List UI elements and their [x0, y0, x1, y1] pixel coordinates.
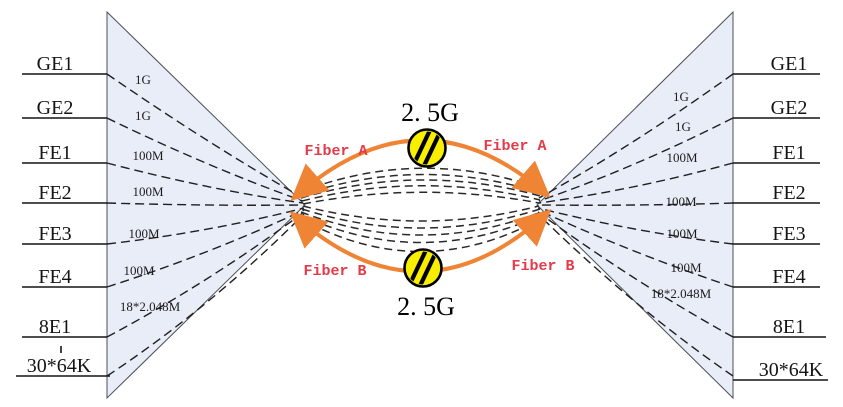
channel-line	[106, 162, 304, 204]
port-label-fe1-left: FE1	[38, 142, 71, 164]
optical-splice-icon-bottom	[403, 248, 443, 288]
right-bandwidth-labels: 1G 1G 100M 100M 100M 100M 18*2.048M	[651, 89, 712, 301]
port-label-fe1-right: FE1	[772, 142, 805, 164]
port-label-fe4-left: FE4	[38, 266, 71, 288]
port-label-ge1-right: GE1	[771, 53, 808, 75]
port-label-fe2-right: FE2	[772, 182, 805, 204]
bundle-line	[301, 208, 541, 229]
port-label-ge2-left: GE2	[37, 97, 74, 119]
channel-line	[106, 73, 304, 199]
fiber-a-label-right: Fiber A	[483, 138, 546, 155]
fiber-a-rate-label: 2. 5G	[401, 98, 459, 127]
optical-splice-icon-top	[407, 128, 447, 168]
bandwidth-label: 100M	[128, 226, 160, 241]
bundle-line	[302, 191, 540, 205]
left-bandwidth-labels: 1G 1G 100M 100M 100M 100M 18*2.048M	[120, 72, 181, 314]
bandwidth-label: 1G	[673, 89, 689, 104]
channel-line	[538, 117, 734, 202]
fiber-a-label-left: Fiber A	[304, 143, 367, 160]
bandwidth-label: 1G	[135, 108, 151, 123]
bandwidth-label: 18*2.048M	[120, 299, 181, 314]
channel-line	[106, 202, 304, 206]
port-label-30x64k-right: 30*64K	[759, 359, 824, 381]
bandwidth-label: 100M	[665, 194, 697, 209]
bandwidth-label: 18*2.048M	[651, 286, 712, 301]
port-label-8e1-left: 8E1	[39, 316, 71, 338]
fiber-b-label-right: Fiber B	[511, 258, 574, 275]
channel-line	[537, 211, 734, 338]
channel-line	[537, 209, 734, 288]
bandwidth-label: 100M	[666, 226, 698, 241]
channel-line	[106, 209, 305, 288]
bundle-line	[300, 179, 541, 199]
bandwidth-label: 100M	[123, 263, 155, 278]
left-port-lines	[16, 73, 110, 377]
fiber-b-rate-label: 2. 5G	[397, 292, 455, 321]
port-label-8e1-right: 8E1	[773, 316, 805, 338]
port-label-ge2-right: GE2	[771, 97, 808, 119]
channel-line	[106, 207, 305, 245]
bandwidth-label: 100M	[132, 148, 164, 163]
left-channel-lines	[106, 73, 305, 377]
bundle-line	[300, 211, 542, 236]
channel-line	[538, 162, 734, 204]
bandwidth-label: 100M	[666, 150, 698, 165]
port-label-fe4-right: FE4	[772, 266, 805, 288]
bandwidth-label: 1G	[675, 119, 691, 134]
port-label-fe3-right: FE3	[772, 223, 805, 245]
channel-line	[106, 117, 304, 202]
port-label-30x64k-left: 30*64K	[27, 355, 92, 377]
bandwidth-label: 100M	[670, 260, 702, 275]
fiber-b-label-left: Fiber B	[303, 263, 366, 280]
left-port-labels: GE1 GE2 FE1 FE2 FE3 FE4 8E1 30*64K	[27, 53, 92, 377]
channel-line	[538, 73, 734, 199]
channel-line	[106, 211, 305, 338]
bundle-line	[302, 205, 540, 222]
bundle-line	[299, 214, 542, 244]
channel-line	[537, 207, 734, 245]
channel-line	[537, 213, 734, 377]
bandwidth-label: 1G	[135, 72, 151, 87]
bandwidth-label: 100M	[132, 184, 164, 199]
mux-bundle-lines	[298, 167, 543, 253]
channel-line	[106, 213, 305, 377]
bundle-line	[301, 185, 541, 202]
port-label-ge1-left: GE1	[37, 53, 74, 75]
right-port-lines	[733, 73, 828, 381]
right-port-labels: GE1 GE2 FE1 FE2 FE3 FE4 8E1 30*64K	[759, 53, 824, 381]
port-label-fe3-left: FE3	[38, 223, 71, 245]
port-label-fe2-left: FE2	[38, 182, 71, 204]
channel-line	[538, 202, 734, 206]
right-channel-lines	[537, 73, 734, 377]
